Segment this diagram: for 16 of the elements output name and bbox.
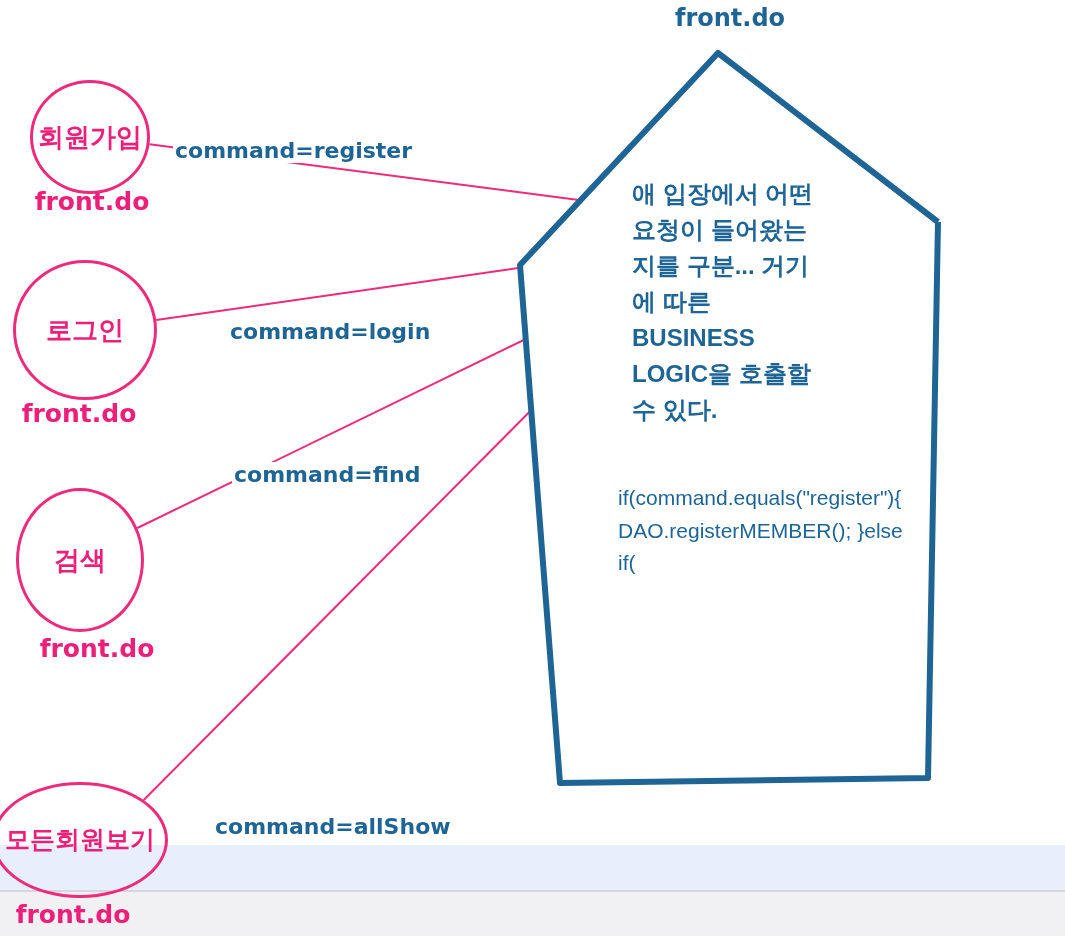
- heading-label: front.do: [673, 4, 787, 33]
- caption-label: front.do: [38, 633, 156, 665]
- caption-label: front.do: [20, 398, 138, 430]
- connector-line: [155, 267, 520, 322]
- code-snippet: if(command.equals("register"){ DAO.registerMEMBER(); }else if(: [618, 485, 904, 577]
- circle-node: [16, 488, 144, 632]
- node-label: 모든회원보기: [4, 824, 156, 856]
- circle-node: [13, 260, 157, 400]
- note-text: 애 입장에서 어떤 요청이 들어왔는지를 구분... 거기에 따른 BUSINESS LOGIC을 호출할수 있다.: [632, 179, 815, 425]
- node-label: 로그인: [45, 314, 125, 347]
- node-label: 검색: [53, 544, 107, 577]
- caption-label: front.do: [33, 186, 151, 218]
- connector-line: [142, 411, 531, 801]
- circle-node: [0, 782, 168, 898]
- caption-label: front.do: [14, 899, 132, 931]
- connector-line: [136, 339, 525, 529]
